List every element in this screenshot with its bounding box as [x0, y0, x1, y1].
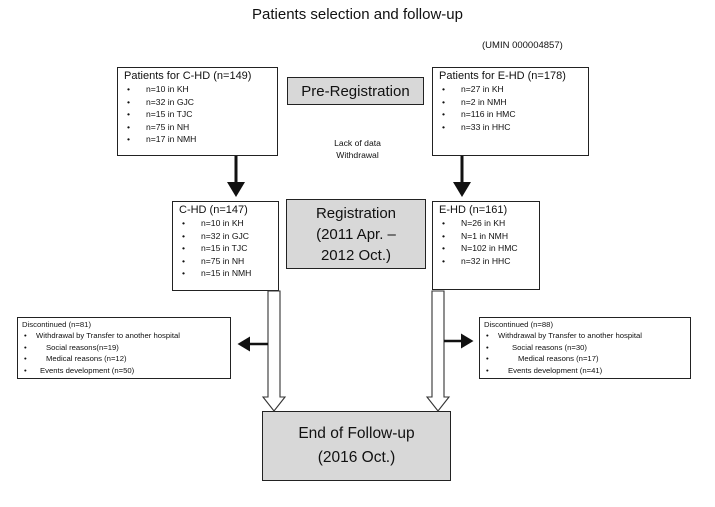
list-item: N=1 in NMH	[439, 230, 533, 243]
e-hd-follow-up-arrow	[425, 290, 451, 412]
list-item: n=116 in HMC	[439, 108, 582, 121]
list-item: Withdrawal by Transfer to another hospit…	[484, 330, 686, 342]
c-hd-discontinued-box: Discontinued (n=81) Withdrawal by Transf…	[17, 317, 231, 379]
list-item: Withdrawal by Transfer to another hospit…	[22, 330, 226, 342]
registration-box: Registration (2011 Apr. – 2012 Oct.)	[286, 199, 426, 269]
list-item: Social reasons (n=30)	[484, 342, 686, 354]
e-hd-discontinued-list: Withdrawal by Transfer to another hospit…	[484, 330, 686, 376]
list-item: n=15 in TJC	[124, 108, 271, 121]
list-item: N=102 in HMC	[439, 242, 533, 255]
list-item: n=17 in NMH	[124, 133, 271, 146]
e-hd-reg-heading: E-HD (n=161)	[439, 204, 508, 216]
list-item: n=75 in NH	[179, 255, 272, 268]
pre-registration-label: Pre-Registration	[301, 83, 410, 100]
list-item: n=10 in KH	[179, 217, 272, 230]
c-hd-discontinued-heading: Discontinued (n=81)	[22, 320, 92, 329]
c-hd-pre-heading: Patients for C-HD (n=149)	[124, 70, 252, 82]
list-item: n=15 in NMH	[179, 267, 272, 280]
e-hd-reg-list: N=26 in KH N=1 in NMH N=102 in HMC n=32 …	[439, 217, 533, 267]
e-hd-pre-heading: Patients for E-HD (n=178)	[439, 70, 566, 82]
c-hd-discontinued-list: Withdrawal by Transfer to another hospit…	[22, 330, 226, 376]
e-hd-discontinued-box: Discontinued (n=88) Withdrawal by Transf…	[479, 317, 691, 379]
list-item: n=32 in GJC	[124, 96, 271, 109]
exclusion-note-line: Withdrawal	[336, 150, 379, 160]
list-item: n=32 in HHC	[439, 255, 533, 268]
registration-line: 2012 Oct.)	[320, 247, 392, 264]
list-item: n=33 in HHC	[439, 121, 582, 134]
list-item: Events development (n=41)	[484, 365, 686, 377]
exclusion-note-line: Lack of data	[334, 138, 381, 148]
c-hd-pre-list: n=10 in KH n=32 in GJC n=15 in TJC n=75 …	[124, 83, 271, 146]
e-hd-pre-registration-box: Patients for E-HD (n=178) n=27 in KH n=2…	[432, 67, 589, 156]
list-item: N=26 in KH	[439, 217, 533, 230]
end-of-follow-up-box: End of Follow-up (2016 Oct.)	[262, 411, 451, 481]
pre-registration-box: Pre-Registration	[287, 77, 424, 105]
diagram-title: Patients selection and follow-up	[252, 6, 463, 23]
e-hd-registration-box: E-HD (n=161) N=26 in KH N=1 in NMH N=102…	[432, 201, 540, 290]
list-item: Medical reasons (n=17)	[484, 353, 686, 365]
c-hd-reg-list: n=10 in KH n=32 in GJC n=15 in TJC n=75 …	[179, 217, 272, 280]
list-item: Medical reasons (n=12)	[22, 353, 226, 365]
umin-id: (UMIN 000004857)	[482, 40, 563, 51]
c-hd-registration-box: C-HD (n=147) n=10 in KH n=32 in GJC n=15…	[172, 201, 279, 291]
c-hd-follow-up-arrow	[261, 290, 287, 412]
e-hd-discontinued-heading: Discontinued (n=88)	[484, 320, 554, 329]
list-item: n=10 in KH	[124, 83, 271, 96]
registration-line: (2011 Apr. –	[316, 226, 396, 243]
exclusion-note: Lack of data Withdrawal	[315, 137, 400, 161]
c-hd-pre-registration-box: Patients for C-HD (n=149) n=10 in KH n=3…	[117, 67, 278, 156]
c-hd-reg-heading: C-HD (n=147)	[179, 204, 248, 216]
end-line: End of Follow-up	[298, 425, 415, 442]
list-item: n=75 in NH	[124, 121, 271, 134]
list-item: n=32 in GJC	[179, 230, 272, 243]
list-item: n=2 in NMH	[439, 96, 582, 109]
list-item: n=27 in KH	[439, 83, 582, 96]
e-hd-pre-list: n=27 in KH n=2 in NMH n=116 in HMC n=33 …	[439, 83, 582, 133]
list-item: n=15 in TJC	[179, 242, 272, 255]
list-item: Social reasons(n=19)	[22, 342, 226, 354]
registration-line: Registration	[315, 205, 397, 222]
end-line: (2016 Oct.)	[317, 449, 396, 466]
list-item: Events development (n=50)	[22, 365, 226, 377]
